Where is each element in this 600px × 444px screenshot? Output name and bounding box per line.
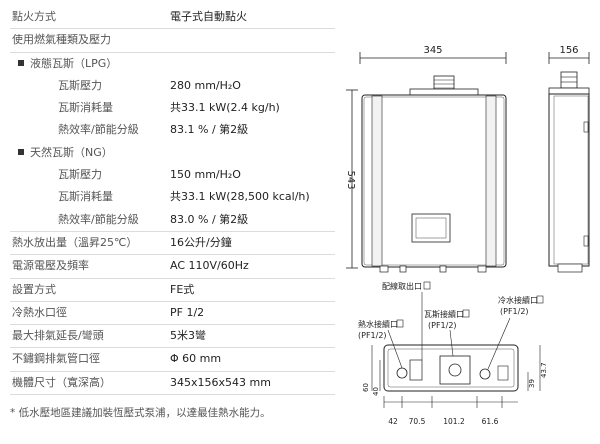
dim-60: 60 <box>362 383 370 392</box>
spec-label: 熱效率/節能分級 <box>58 119 139 141</box>
spec-value: Φ 60 mm <box>170 352 222 366</box>
spec-row: 最大排氣延長/彎頭 5米3彎 <box>10 325 335 349</box>
width-label: 345 <box>423 45 442 56</box>
spec-row: 天然瓦斯（NG） <box>10 142 335 164</box>
height-label: 543 <box>345 170 356 189</box>
bullet-icon <box>18 148 24 155</box>
hot-water-port-icon <box>396 367 408 379</box>
spec-label-text: 電源電壓及頻率 <box>12 259 89 273</box>
spec-label-text: 瓦斯消耗量 <box>58 190 113 204</box>
spec-label: 使用燃氣種類及壓力 <box>12 29 111 51</box>
spec-row: 熱效率/節能分級 83.0 % / 第2級 <box>10 209 335 232</box>
spec-row: 瓦斯壓力 150 mm/H₂O <box>10 164 335 186</box>
spec-label-text: 不鏽鋼排氣管口徑 <box>12 352 100 366</box>
spec-value: 280 mm/H₂O <box>170 78 241 92</box>
spec-label-text: 使用燃氣種類及壓力 <box>12 33 111 47</box>
spec-table: 點火方式 電子式自動點火使用燃氣種類及壓力液態瓦斯（LPG） 瓦斯壓力 280 mm/… <box>10 6 335 396</box>
spec-label: 電源電壓及頻率 <box>12 255 89 277</box>
spec-value: 16公升/分鐘 <box>170 235 232 249</box>
power-outlet-label: 配線取出口 <box>382 281 422 291</box>
spec-label: 熱效率/節能分級 <box>58 209 139 231</box>
spec-label: 最大排氣延長/彎頭 <box>12 325 104 347</box>
spec-label-text: 設置方式 <box>12 282 56 296</box>
gas-port-icon <box>439 355 471 385</box>
spec-value: FE式 <box>170 282 195 296</box>
spec-label: 熱水放出量（溫昇25℃） <box>12 232 137 254</box>
spec-label-text: 熱效率/節能分級 <box>58 212 139 226</box>
spec-value: 共33.1 kW(2.4 kg/h) <box>170 101 280 115</box>
spec-label-text: 瓦斯消耗量 <box>58 101 113 115</box>
spec-label-text: 天然瓦斯（NG） <box>30 145 113 159</box>
spec-label-text: 瓦斯壓力 <box>58 168 102 182</box>
spec-value: 150 mm/H₂O <box>170 168 241 182</box>
side-view <box>548 71 590 273</box>
spec-row: 熱效率/節能分級 83.1 % / 第2級 <box>10 119 335 141</box>
spec-label: 天然瓦斯（NG） <box>18 142 113 164</box>
spec-value: PF 1/2 <box>170 305 205 319</box>
spec-label-text: 點火方式 <box>12 10 56 23</box>
spec-value: AC 110V/60Hz <box>170 259 249 273</box>
spec-label: 不鏽鋼排氣管口徑 <box>12 348 100 370</box>
spec-label-text: 熱水放出量（溫昇25℃） <box>12 235 138 249</box>
cold-water-port-icon <box>479 368 491 380</box>
spec-value: 共33.1 kW(28,500 kcal/h) <box>170 190 310 204</box>
spec-row: 設置方式 FE式 <box>10 279 335 302</box>
spec-label: 瓦斯消耗量 <box>58 97 113 119</box>
front-view <box>361 75 507 273</box>
spec-row: 瓦斯消耗量 共33.1 kW(28,500 kcal/h) <box>10 186 335 208</box>
spec-row: 點火方式 電子式自動點火 <box>10 6 335 30</box>
dim-42: 42 <box>388 417 398 426</box>
spec-label: 瓦斯壓力 <box>58 75 102 97</box>
spec-row: 機體尺寸（寬深高） 345x156x543 mm <box>10 372 335 396</box>
hot-water-pf-label: (PF1/2) <box>358 331 387 340</box>
dim-101-2: 101.2 <box>443 417 465 426</box>
dim-39: 39 <box>528 379 536 388</box>
spec-label: 點火方式 <box>12 6 56 28</box>
spec-label: 機體尺寸（寬深高） <box>12 372 111 394</box>
spec-value: 5米3彎 <box>170 329 206 343</box>
spec-label: 瓦斯壓力 <box>58 164 102 186</box>
spec-row: 瓦斯壓力 280 mm/H₂O <box>10 75 335 97</box>
dim-43-7: 43.7 <box>540 362 548 378</box>
spec-label-text: 冷熱水口徑 <box>12 305 67 319</box>
diagram-svg: 345 156 543 <box>345 45 590 426</box>
spec-label-text: 最大排氣延長/彎頭 <box>12 329 104 343</box>
cold-water-label: 冷水接續口 <box>498 295 538 305</box>
spec-label-text: 機體尺寸（寬深高） <box>12 375 111 389</box>
bottom-dimensions: 42 70.5 101.2 61.6 <box>383 396 518 426</box>
spec-row: 不鏽鋼排氣管口徑 Φ 60 mm <box>10 348 335 372</box>
spec-row: 冷熱水口徑 PF 1/2 <box>10 302 335 326</box>
spec-label: 設置方式 <box>12 279 56 301</box>
bottom-view <box>383 344 519 392</box>
side-dimensions: 60 40 39 43.7 <box>362 345 548 396</box>
spec-row: 電源電壓及頻率 AC 110V/60Hz <box>10 255 335 279</box>
dim-70-5: 70.5 <box>409 417 426 426</box>
spec-label-text: 液態瓦斯（LPG） <box>30 56 118 70</box>
gas-pf-label: (PF1/2) <box>428 321 457 330</box>
spec-value: 83.1 % / 第2級 <box>170 123 249 137</box>
dim-61-6: 61.6 <box>482 417 499 426</box>
spec-label: 冷熱水口徑 <box>12 302 67 324</box>
gas-label: 瓦斯接續口 <box>424 309 464 319</box>
spec-value: 345x156x543 mm <box>170 375 271 389</box>
spec-label-text: 瓦斯壓力 <box>58 78 102 92</box>
cold-water-pf-label: (PF1/2) <box>500 307 529 316</box>
bullet-icon <box>18 59 24 66</box>
spec-row: 液態瓦斯（LPG） <box>10 53 335 75</box>
spec-label-text: 熱效率/節能分級 <box>58 123 139 137</box>
hot-water-label: 熱水接續口 <box>358 319 398 329</box>
spec-row: 熱水放出量（溫昇25℃） 16公升/分鐘 <box>10 232 335 256</box>
spec-label: 液態瓦斯（LPG） <box>18 53 117 75</box>
spec-row: 使用燃氣種類及壓力 <box>10 29 335 53</box>
spec-label: 瓦斯消耗量 <box>58 186 113 208</box>
dim-40: 40 <box>372 387 380 396</box>
dimension-diagram: 345 156 543 <box>340 0 600 444</box>
footnote: * 低水壓地區建議加裝恆壓式泵浦，以達最佳熱水能力。 <box>10 407 271 419</box>
spec-value: 83.0 % / 第2級 <box>170 212 249 226</box>
depth-label: 156 <box>559 45 578 56</box>
spec-row: 瓦斯消耗量 共33.1 kW(2.4 kg/h) <box>10 97 335 119</box>
spec-value: 電子式自動點火 <box>170 10 247 23</box>
